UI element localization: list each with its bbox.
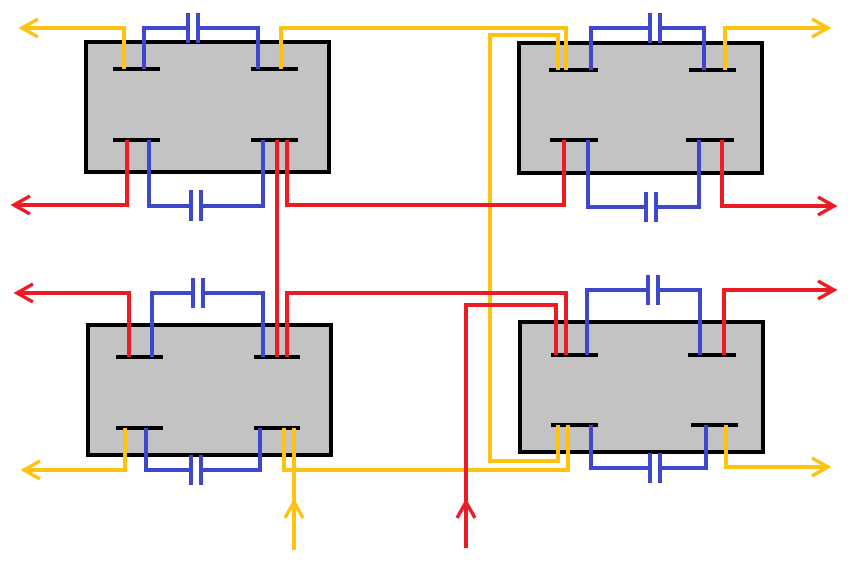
arrow-right-icon [811,17,832,39]
red-wire [17,291,131,357]
arrow-left-icon [18,17,39,39]
capacitor-icon [644,192,658,222]
arrow-right-icon [817,195,838,217]
red-wire [720,140,834,208]
arrow-left-icon [20,459,41,481]
blue-wire [201,140,265,208]
capacitor-icon [646,275,660,305]
yellow-wire [282,425,570,472]
red-wire [14,140,129,207]
terminal-pads [113,67,738,430]
capacitor-icon [648,13,662,43]
arrow-right-icon [817,279,838,301]
blue-wire [198,26,260,69]
blue-wire [142,26,188,69]
blue-wire [656,140,701,209]
yellow-wire [22,26,126,69]
capacitor-icon [648,453,662,483]
blue-wire [585,288,648,355]
capacitor-icon [189,190,203,221]
blue-wire [144,428,191,472]
capacitor-icon [186,13,200,43]
red-wires [14,140,834,548]
red-wire [722,288,834,355]
arrow-left-icon [10,194,31,216]
yellow-wire [723,26,828,70]
capacitors [186,13,662,485]
blue-wire [201,428,262,472]
arrow-up-icon [455,498,477,519]
blue-wire [660,425,708,470]
arrow-right-icon [811,456,832,478]
red-wire [285,140,566,207]
yellow-wire [724,425,828,469]
capacitor-icon [189,455,203,485]
yellow-wire [488,33,560,463]
arrow-up-icon [283,498,305,519]
blue-wires [142,26,708,472]
red-wire [285,291,568,357]
arrow-left-icon [13,282,34,304]
arrows [10,17,838,519]
yellow-wire [279,26,568,70]
red-wire [464,303,558,548]
blue-wire [658,288,702,355]
yellow-wires [22,26,828,550]
blue-wire [150,291,193,357]
blue-wire [589,425,650,470]
blue-wire [203,291,265,357]
blue-wire [147,140,191,208]
capacitor-icon [191,278,205,308]
blue-wire [589,26,650,70]
blue-wire [586,140,646,209]
blue-wire [660,26,706,70]
yellow-wire [24,428,127,472]
